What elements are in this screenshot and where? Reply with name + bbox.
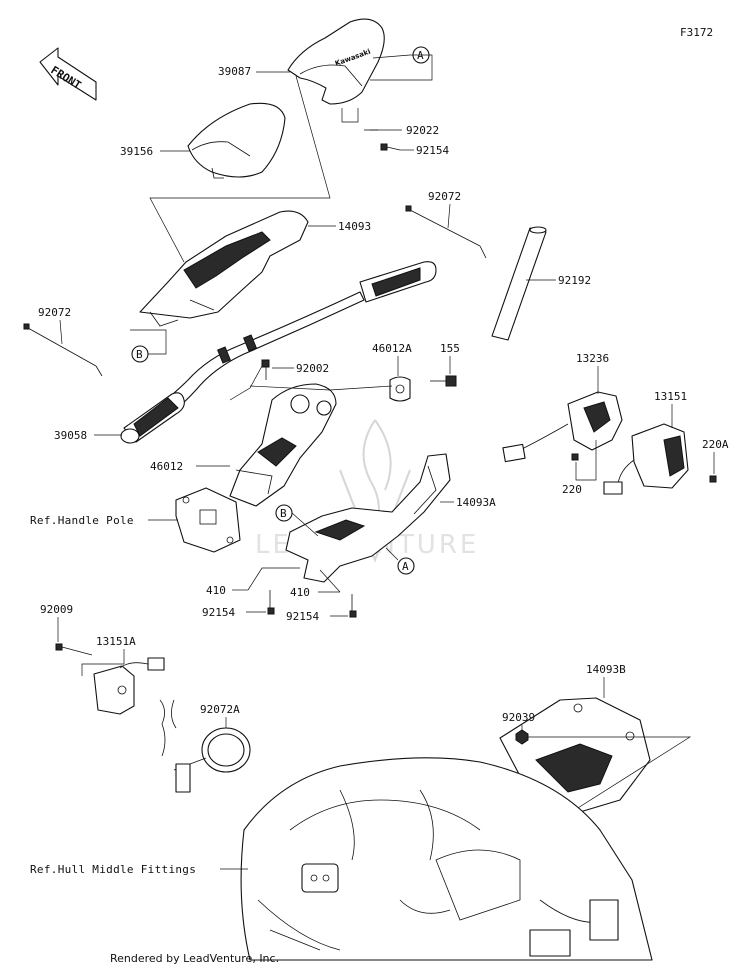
label-92072-top[interactable]: 92072 — [428, 190, 461, 203]
label-13151A[interactable]: 13151A — [96, 635, 136, 648]
label-46012A[interactable]: 46012A — [372, 342, 412, 355]
label-39058[interactable]: 39058 — [54, 429, 87, 442]
tube-92192[interactable] — [491, 226, 547, 341]
screw-92009[interactable] — [55, 643, 93, 656]
callout-a-top-label: A — [417, 49, 424, 62]
label-92154-right[interactable]: 92154 — [286, 610, 319, 623]
ref-hull-middle: Ref.Hull Middle Fittings — [30, 863, 196, 876]
label-14093[interactable]: 14093 — [338, 220, 371, 233]
label-92072-left[interactable]: 92072 — [38, 306, 71, 319]
label-14093B[interactable]: 14093B — [586, 663, 626, 676]
label-220[interactable]: 220 — [562, 483, 582, 496]
clamp-46012A[interactable] — [389, 376, 411, 402]
switch-13151A[interactable] — [93, 657, 165, 715]
label-220A[interactable]: 220A — [702, 438, 729, 451]
label-39156[interactable]: 39156 — [120, 145, 153, 158]
handle-pole-bracket — [175, 487, 241, 553]
upper-cover-39087[interactable]: Kawasaki — [287, 18, 385, 105]
label-92072A[interactable]: 92072A — [200, 703, 240, 716]
clamp-92072A[interactable] — [159, 699, 251, 793]
label-92002[interactable]: 92002 — [296, 362, 329, 375]
label-410-left[interactable]: 410 — [206, 584, 226, 597]
handlebar-cover-14093[interactable] — [139, 210, 309, 327]
label-92154-top[interactable]: 92154 — [416, 144, 449, 157]
screw-220A[interactable] — [709, 475, 717, 483]
cover-39156[interactable] — [187, 102, 286, 179]
ref-handle-pole: Ref.Handle Pole — [30, 514, 134, 527]
callout-a-lower — [397, 557, 415, 575]
switch-13236[interactable] — [502, 391, 623, 463]
footer-credit: Rendered by LeadVenture, Inc. — [110, 952, 279, 965]
screw-icon-right — [349, 594, 357, 618]
screw-icon-left — [267, 590, 275, 615]
label-92039[interactable]: 92039 — [502, 711, 535, 724]
label-13151[interactable]: 13151 — [654, 390, 687, 403]
callout-b-lower-label: B — [280, 507, 287, 520]
label-410-right[interactable]: 410 — [290, 586, 310, 599]
front-arrow-icon: FRONT — [39, 47, 97, 101]
cable-tie-92072-left[interactable] — [23, 323, 103, 377]
label-13236[interactable]: 13236 — [576, 352, 609, 365]
label-155[interactable]: 155 — [440, 342, 460, 355]
callout-a-lower-label: A — [402, 560, 409, 573]
label-46012[interactable]: 46012 — [150, 460, 183, 473]
bolt-92002[interactable] — [261, 359, 270, 380]
label-92009[interactable]: 92009 — [40, 603, 73, 616]
screw-220[interactable] — [571, 453, 579, 461]
label-92022[interactable]: 92022 — [406, 124, 439, 137]
handlebar-39058[interactable] — [120, 261, 437, 444]
lower-cover-14093A[interactable] — [285, 453, 451, 583]
figure-code: F3172 — [680, 26, 713, 39]
label-14093A[interactable]: 14093A — [456, 496, 496, 509]
holder-46012[interactable] — [229, 383, 337, 507]
label-92192[interactable]: 92192 — [558, 274, 591, 287]
cable-tie-92072-top[interactable] — [405, 205, 487, 259]
label-92154-left[interactable]: 92154 — [202, 606, 235, 619]
switch-13151[interactable] — [603, 423, 689, 495]
screw-icon — [380, 143, 401, 151]
callout-b-left-label: B — [136, 348, 143, 361]
hull-middle-fittings — [240, 757, 653, 961]
label-39087[interactable]: 39087 — [218, 65, 251, 78]
bolt-155[interactable] — [430, 375, 457, 387]
